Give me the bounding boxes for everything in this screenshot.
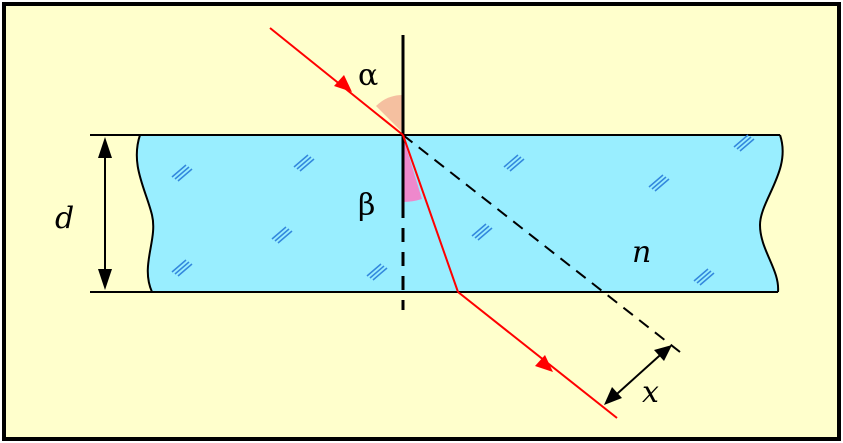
label-refractive-index: n — [632, 235, 651, 270]
thickness-arrow-bottom — [98, 269, 112, 290]
label-thickness: d — [55, 201, 74, 236]
plate-left-break — [135, 134, 155, 293]
shift-arrow-end — [654, 345, 672, 361]
label-shift: x — [642, 375, 659, 410]
incident-ray — [269, 27, 404, 136]
angle-alpha-sector — [376, 94, 403, 133]
glass-hatch-marks — [171, 134, 755, 286]
incident-ray-arrow — [334, 75, 352, 92]
emergent-ray-arrow — [535, 355, 553, 372]
emergent-ray — [457, 291, 618, 419]
refracted-ray — [402, 134, 459, 293]
glass-plate — [136, 135, 783, 292]
shift-arrow-start — [604, 387, 622, 405]
label-beta: β — [358, 188, 375, 223]
plate-right-break — [758, 134, 784, 293]
thickness-arrow-top — [98, 137, 112, 158]
shift-dimension — [607, 347, 669, 403]
angle-beta-sector — [403, 137, 422, 202]
label-alpha: α — [358, 58, 378, 93]
